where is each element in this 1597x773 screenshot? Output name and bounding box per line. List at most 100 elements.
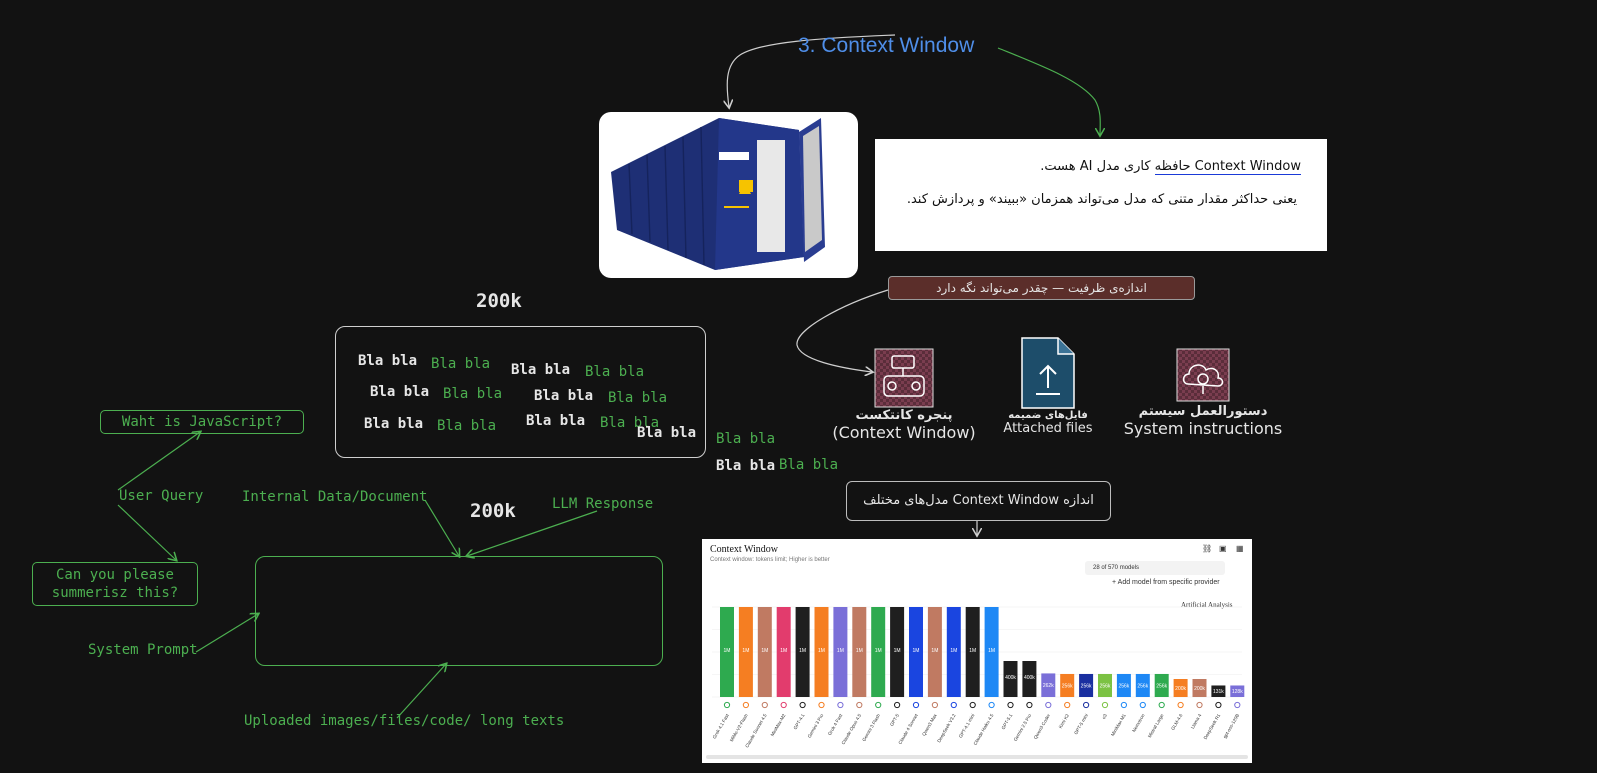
chart-bar[interactable] <box>1041 673 1056 697</box>
chart-bar[interactable] <box>871 607 886 697</box>
provider-logo-icon <box>837 701 844 709</box>
chart-bar[interactable] <box>909 607 923 697</box>
provider-logo-icon <box>1026 701 1033 709</box>
provider-logo-icon <box>799 701 806 709</box>
bla-text: Bla bla <box>364 416 424 432</box>
bla-text: Bla bla <box>431 356 491 372</box>
chart-bar[interactable] <box>1116 673 1131 697</box>
chart-category-label: DeepSeek R1 <box>1203 713 1222 741</box>
chart-category-label: DeepSeek V3.2 <box>936 713 957 744</box>
chart-bar[interactable] <box>984 607 999 697</box>
system-instructions-fa-label: دستورالعمل سیستم <box>1138 404 1268 419</box>
chart-bar[interactable] <box>1098 673 1112 697</box>
chart-bar[interactable] <box>1154 673 1169 697</box>
chart-bar[interactable] <box>946 607 961 697</box>
bottom-capacity-label: 200k <box>470 500 516 522</box>
chart-category-label: MiMo-V2-Flash <box>729 713 749 743</box>
provider-logo-icon <box>1120 701 1127 709</box>
provider-logo-icon <box>931 701 938 709</box>
provider-logo-icon <box>1215 701 1222 709</box>
chart-bar-label: 1M <box>818 648 825 654</box>
attached-files-en-label: Attached files <box>1003 421 1093 436</box>
bla-text-overflow: Bla bla <box>716 431 776 447</box>
chart-bar-label: 131k <box>1213 689 1224 695</box>
model-sizes-label: اندازه Context Window مدل‌های مختلف <box>846 481 1111 521</box>
user-query-label: User Query <box>119 488 204 504</box>
chart-category-label: Qwen3 Coder <box>1033 713 1052 740</box>
provider-logo-icon <box>875 701 882 709</box>
provider-logo-icon <box>1139 701 1146 709</box>
top-capacity-label: 200k <box>476 290 522 312</box>
chart-bar[interactable] <box>1135 673 1150 697</box>
chart-bar[interactable] <box>757 607 772 697</box>
file-upload-icon <box>1021 337 1075 409</box>
provider-logo-icon <box>723 701 731 709</box>
chart-bar[interactable] <box>1173 679 1188 697</box>
chart-bar[interactable] <box>1003 661 1018 697</box>
context-window-fa-label: پنجره کانتکست <box>855 408 953 423</box>
provider-logo-icon <box>818 701 825 709</box>
context-window-card: پنجره کانتکست (Context Window) <box>824 348 984 442</box>
bla-text-overflow: Bla bla <box>716 458 776 474</box>
chart-bar-label: 1M <box>875 648 882 654</box>
chart-bar-label: 200k <box>1175 686 1186 692</box>
attached-files-card: فایل‌های ضمیمه Attached files <box>988 336 1108 436</box>
bla-text: Bla bla <box>358 353 418 369</box>
chart-bar-label: 256k <box>1137 683 1148 689</box>
chart-bar[interactable] <box>927 607 942 697</box>
provider-logo-icon <box>856 701 863 709</box>
chart-bar-label: 1M <box>988 648 995 654</box>
chart-category-label: Gemini 2.5 Pro <box>1013 713 1033 742</box>
chart-category-label: Gemini 3 Flash <box>861 713 881 743</box>
chart-bar[interactable] <box>776 607 791 697</box>
chart-bar[interactable] <box>1192 679 1207 697</box>
definition-term: Context Window <box>1190 159 1301 175</box>
chart-category-label: Claude Sonnet 4.5 <box>744 713 768 749</box>
bla-text: Bla bla <box>443 386 503 402</box>
bla-text: Bla bla <box>511 362 571 378</box>
chart-category-label: GPT-5.1 <box>1000 713 1013 731</box>
robot-icon <box>874 348 934 408</box>
provider-logo-icon <box>780 701 787 709</box>
add-model-button[interactable]: + Add model from specific provider <box>1112 579 1220 586</box>
llm-response-label: LLM Response <box>552 496 654 512</box>
chart-bar[interactable] <box>965 607 980 697</box>
chart-bar-label: 256k <box>1062 683 1073 689</box>
chart-scrollbar[interactable] <box>706 755 1248 759</box>
chart-bar[interactable] <box>890 607 905 697</box>
chart-category-label: Claude 4 Sonnet <box>897 712 919 745</box>
image-icon[interactable]: ▣ <box>1219 544 1227 553</box>
chart-bar-label: 262k <box>1043 683 1054 689</box>
chart-bar[interactable] <box>1079 673 1094 697</box>
chart-category-label: Claude Haiku 4.5 <box>973 713 995 746</box>
model-selector[interactable]: 28 of 570 models <box>1085 561 1225 575</box>
shipping-container-image <box>599 112 858 278</box>
bla-text: Bla bla <box>608 390 668 406</box>
provider-logo-icon <box>1083 701 1090 709</box>
chart-bar[interactable] <box>795 607 810 697</box>
chart-title: Context Window <box>710 544 779 555</box>
chart-category-label: GPT-5 <box>889 713 900 727</box>
cloud-gear-icon <box>1176 348 1230 402</box>
link-icon[interactable]: ⛓ <box>1202 544 1213 553</box>
system-instructions-en-label: System instructions <box>1123 419 1283 438</box>
chart-bar[interactable] <box>1211 685 1226 697</box>
chart-bar[interactable] <box>852 607 867 697</box>
chart-category-label: GPT-4.1 <box>793 713 806 731</box>
table-icon[interactable]: ▦ <box>1236 544 1244 553</box>
definition-line-1: Context Window حافظه کاری مدل AI هست. <box>1040 159 1301 175</box>
bla-text: Bla bla <box>534 388 594 404</box>
chart-bar[interactable] <box>833 607 848 697</box>
chart-bar[interactable] <box>738 607 753 697</box>
chart-bar-label: 1M <box>742 648 749 654</box>
context-text-box <box>335 326 706 458</box>
chart-bar[interactable] <box>814 607 829 697</box>
chart-bar[interactable] <box>720 607 734 697</box>
chart-bar[interactable] <box>1230 685 1245 697</box>
brand-label: Artificial Analysis <box>1181 601 1233 609</box>
chart-bar-label: 1M <box>894 648 901 654</box>
chart-bar[interactable] <box>1060 673 1075 697</box>
capacity-label: اندازه‌ی ظرفیت — چقدر می‌تواند نگه دارد <box>888 276 1195 300</box>
chart-category-label: MiniMax-M2 <box>770 713 787 738</box>
chart-bar[interactable] <box>1022 661 1037 697</box>
